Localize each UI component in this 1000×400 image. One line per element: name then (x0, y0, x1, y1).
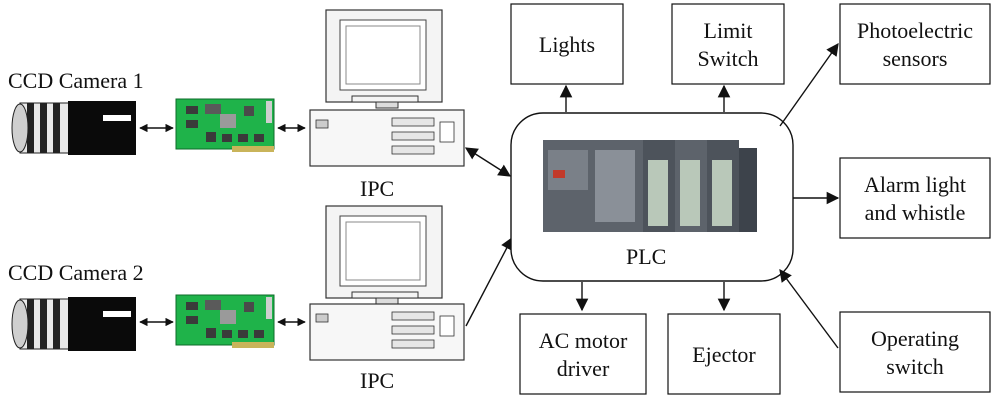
camera-1-label: CCD Camera 1 (8, 68, 144, 93)
photoelectric-label-1: Photoelectric (857, 18, 973, 43)
plc-hardware-icon (543, 140, 757, 232)
operating-label-1: Operating (871, 326, 959, 351)
limit-switch-label-1: Limit (704, 18, 753, 43)
ac-motor-label-2: driver (557, 356, 610, 381)
alarm-label-1: Alarm light (864, 172, 966, 197)
photoelectric-box: Photoelectric sensors (839, 3, 991, 85)
plc-label: PLC (626, 244, 666, 269)
operating-switch-box: Operating switch (839, 311, 991, 393)
link-plc-photoelectric (779, 42, 839, 127)
lights-label: Lights (539, 32, 595, 57)
lights-box: Lights (510, 3, 624, 85)
camera-2-label: CCD Camera 2 (8, 260, 144, 285)
capture-board-2-icon (175, 294, 275, 348)
alarm-box: Alarm light and whistle (839, 157, 991, 239)
link-plc-operating-switch (779, 268, 839, 349)
camera-2-icon (11, 297, 136, 351)
ejector-box: Ejector (667, 313, 781, 395)
ac-motor-driver-box: AC motor driver (519, 313, 647, 395)
camera-1-icon (11, 101, 136, 155)
photoelectric-label-2: sensors (883, 46, 948, 71)
capture-board-1-icon (175, 98, 275, 152)
ejector-label: Ejector (692, 342, 756, 367)
ipc-2-label: IPC (360, 368, 394, 393)
limit-switch-box: Limit Switch (671, 3, 785, 85)
limit-switch-label-2: Switch (697, 46, 758, 71)
ipc-1-computer-icon (309, 9, 465, 167)
operating-label-2: switch (886, 354, 943, 379)
alarm-label-2: and whistle (865, 200, 966, 225)
ipc-1-label: IPC (360, 176, 394, 201)
link-ipc-1-plc (464, 147, 512, 177)
ipc-2-computer-icon (309, 205, 465, 361)
ac-motor-label-1: AC motor (539, 328, 628, 353)
link-ipc-2-plc (465, 236, 513, 327)
